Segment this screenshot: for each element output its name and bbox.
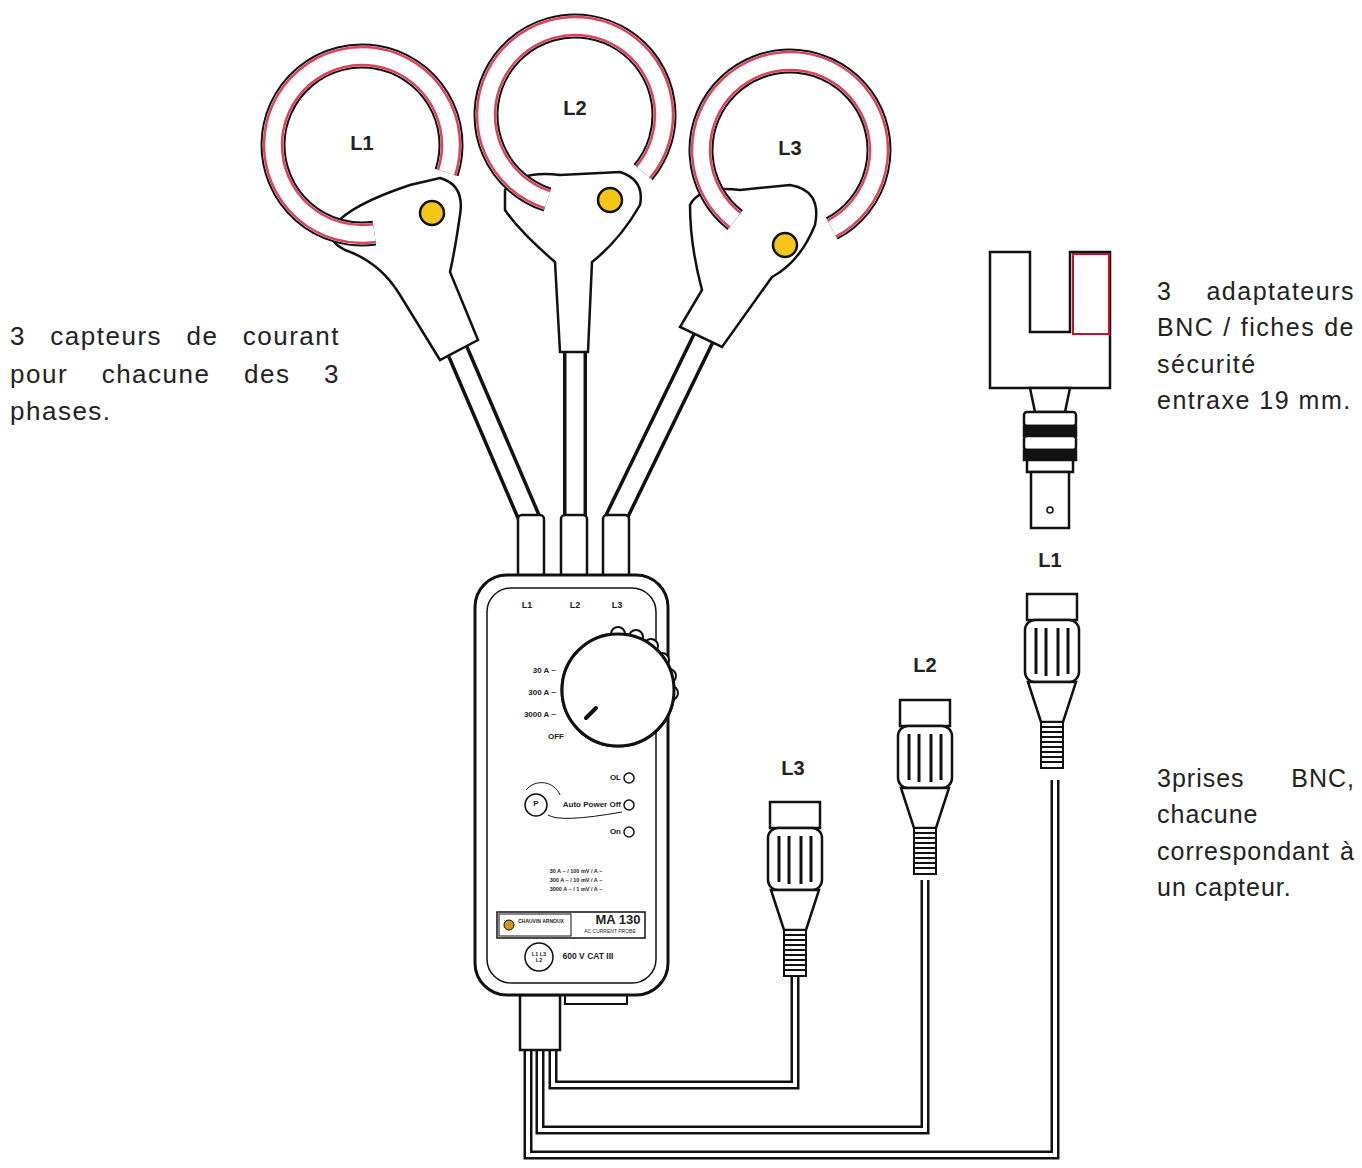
model-subtitle: AC CURRENT PROBE [584,929,636,935]
range-label: OFF [548,733,564,742]
sensor-coil: L2 [470,10,680,220]
channel-label: L3 [612,601,623,611]
model-name: MA 130 [595,913,640,927]
range-label: 3000 A ~ [524,711,556,720]
sensor-coil: L1 [257,40,467,250]
range-label: 30 A ~ [533,667,556,676]
indicator-label: Auto Power Off [563,801,621,810]
range-label: 300 A ~ [528,689,556,698]
phase-order: L1 L3 L2 [528,951,550,963]
coil-label: L1 [350,132,373,155]
button-label: P [533,800,538,809]
probe-housing [475,575,678,1050]
caption-text: 3prises BNC, chacune correspondant à un … [1157,760,1355,905]
sensor-coil: L3 [685,45,895,255]
bnc-adapter [990,252,1110,528]
bnc-plug [768,594,1079,976]
channel-label: L1 [522,601,533,611]
plug-label: L1 [1038,549,1061,571]
indicator-label: On [610,828,621,837]
sensor-cable [455,335,705,520]
indicator-label: OL [610,774,621,783]
caption-text: 3 adaptateurs BNC / fiches de sécurité e… [1157,273,1355,418]
spec-text: 30 A ~ / 100 mV / A ~ [550,868,603,874]
coil-label: L2 [563,97,586,120]
plug-label: L2 [913,654,936,676]
spec-text: 300 A ~ / 10 mV / A ~ [550,877,603,883]
brand-name: CHAUVIN ARNOUX [518,919,564,925]
rating-label: 600 V CAT III [563,952,614,961]
spec-text: 3000 A ~ / 1 mV / A ~ [550,886,603,892]
sensor-head [332,172,817,360]
caption-text: 3 capteurs de courant pour chacune des 3… [10,318,340,431]
connector-boot [518,515,629,577]
coil-label: L3 [778,137,801,160]
channel-label: L2 [570,601,581,611]
plug-label: L3 [781,757,804,779]
